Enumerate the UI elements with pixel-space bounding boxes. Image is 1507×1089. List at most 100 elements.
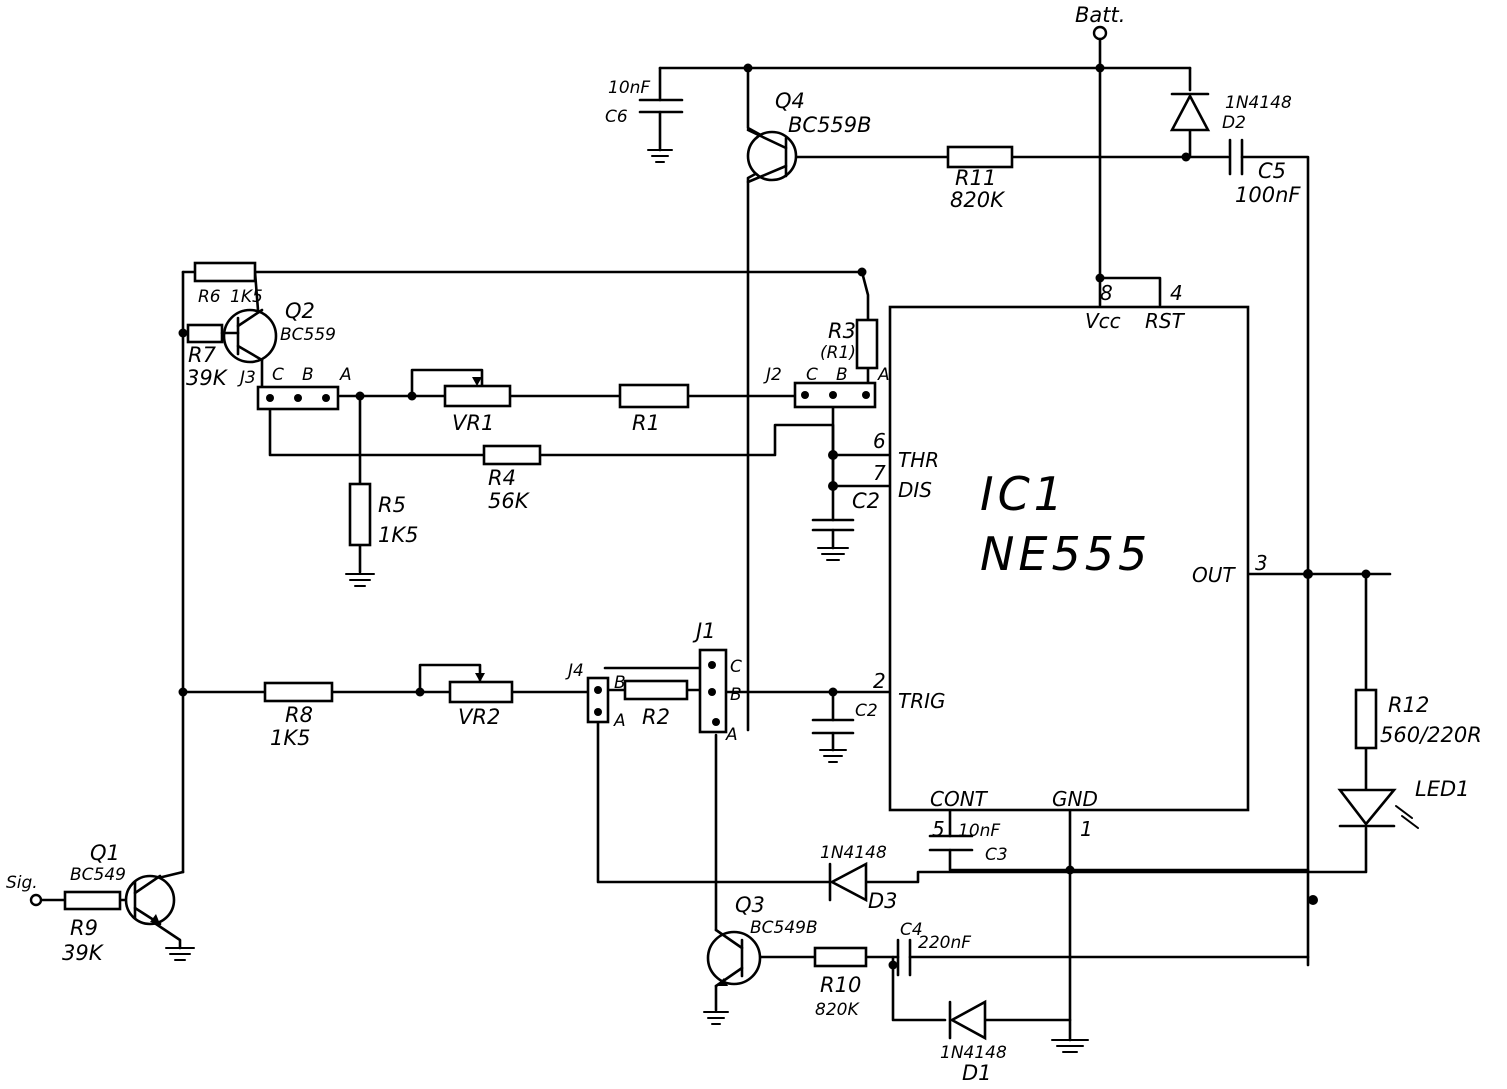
- q1-ref: Q1: [90, 841, 120, 865]
- pin-trig-num: 2: [873, 669, 886, 693]
- signal-input-terminal: Sig.: [6, 873, 43, 907]
- resistor-r10: R10 820K: [813, 946, 868, 1020]
- j2-pin-b: B: [836, 365, 848, 385]
- transistor-q2: Q2 BC559: [220, 299, 336, 364]
- d1-ref: D1: [962, 1061, 992, 1085]
- ic-ref: IC1: [980, 467, 1067, 521]
- resistor-r1: R1: [618, 383, 690, 435]
- r10-value: 820K: [815, 1000, 860, 1020]
- c2-trig-ref: C2: [855, 701, 878, 721]
- j3-pin-c: C: [272, 365, 284, 385]
- r9-value: 39K: [62, 941, 105, 965]
- r2-ref: R2: [642, 705, 670, 729]
- diode-d2: 1N4148 D2: [1169, 92, 1292, 133]
- j2-ref: J2: [763, 365, 782, 385]
- vr2-ref: VR2: [458, 705, 500, 729]
- pin-gnd-name: GND: [1052, 787, 1098, 811]
- pin-out-num: 3: [1255, 551, 1268, 575]
- j3-pin-b: B: [302, 365, 314, 385]
- d3-part: 1N4148: [820, 843, 887, 863]
- resistor-r12: R12 560/220R: [1354, 688, 1482, 750]
- c2-thr-ref: C2: [852, 489, 880, 513]
- wires: [38, 38, 1392, 1042]
- d2-part: 1N4148: [1225, 93, 1292, 113]
- q4-part: BC559B: [788, 113, 872, 137]
- r6-ref: R6: [198, 287, 221, 307]
- q2-ref: Q2: [285, 299, 315, 323]
- r10-ref: R10: [820, 973, 861, 997]
- resistor-r3: R3 (R1): [820, 318, 879, 370]
- j3-ref: J3: [237, 368, 256, 388]
- resistor-r11: R11 820K: [946, 145, 1014, 212]
- j2-pin-c: C: [806, 365, 818, 385]
- potentiometer-vr2: VR2: [448, 673, 514, 729]
- d3-ref: D3: [868, 889, 898, 913]
- r1-ref: R1: [632, 411, 660, 435]
- c3-ref: C3: [985, 845, 1008, 865]
- r8-ref: R8: [285, 703, 313, 727]
- jumper-j2: J2 C B A: [763, 365, 890, 409]
- q4-ref: Q4: [775, 89, 805, 113]
- sig-label: Sig.: [6, 873, 38, 893]
- resistor-r2: R2: [623, 679, 689, 729]
- r7-value: 39K: [186, 366, 229, 390]
- capacitor-c3: 10nF C3: [928, 821, 1008, 865]
- pin-cont-name: CONT: [930, 787, 989, 811]
- q3-ref: Q3: [735, 893, 765, 917]
- led1-ref: LED1: [1415, 777, 1470, 801]
- capacitor-c6: 10nF C6: [605, 78, 684, 163]
- r6-value: 1K5: [230, 287, 263, 307]
- c5-value: 100nF: [1235, 183, 1301, 207]
- capacitor-c2-thr: C2: [811, 489, 880, 561]
- r4-value: 56K: [488, 489, 531, 513]
- j2-pin-a: A: [877, 365, 890, 385]
- resistor-r7: R7 39K: [186, 323, 229, 390]
- led-led1: LED1: [1337, 777, 1470, 829]
- battery-terminal: Batt.: [1075, 3, 1125, 41]
- diode-d3: 1N4148 D3: [820, 843, 898, 913]
- j1-pin-c: C: [730, 657, 742, 677]
- transistor-q4: Q4 BC559B: [746, 89, 872, 184]
- diode-d1: 1N4148 D1: [940, 999, 1089, 1085]
- j4-pin-b: B: [614, 673, 626, 693]
- r8-value: 1K5: [270, 726, 311, 750]
- batt-label: Batt.: [1075, 3, 1125, 27]
- d2-ref: D2: [1222, 113, 1246, 133]
- pin-trig-name: TRIG: [898, 689, 946, 713]
- c6-ref: C6: [605, 107, 628, 127]
- c5-ref: C5: [1258, 159, 1286, 183]
- jumper-j1: J1 C B A: [692, 619, 742, 745]
- r3-value: (R1): [820, 343, 856, 363]
- j1-ref: J1: [692, 619, 716, 643]
- capacitor-c5: C5 100nF: [1228, 138, 1301, 207]
- pin-gnd-num: 1: [1080, 817, 1093, 841]
- pin-cont-num: 5: [932, 817, 945, 841]
- pin-rst-num: 4: [1170, 281, 1183, 305]
- r3-ref: R3: [828, 319, 856, 343]
- r4-ref: R4: [488, 466, 516, 490]
- potentiometer-vr1: VR1: [443, 377, 512, 435]
- resistor-r5: R5 1K5: [345, 482, 419, 587]
- r9-ref: R9: [70, 916, 98, 940]
- resistor-r8: R8 1K5: [263, 681, 334, 750]
- junction-dots: [178, 63, 1371, 970]
- q3-part: BC549B: [750, 918, 818, 938]
- d1-part: 1N4148: [940, 1043, 1007, 1063]
- r11-ref: R11: [955, 166, 996, 190]
- j1-pin-a: A: [725, 725, 738, 745]
- c3-value: 10nF: [958, 821, 1000, 841]
- pin-out-name: OUT: [1192, 563, 1236, 587]
- j1-pin-b: B: [730, 685, 742, 705]
- pin-rst-name: RST: [1145, 309, 1186, 333]
- j4-ref: J4: [565, 661, 584, 681]
- resistor-r4: R4 56K: [482, 444, 542, 513]
- pin-dis-num: 7: [873, 461, 886, 485]
- r7-ref: R7: [188, 343, 217, 367]
- j3-pin-a: A: [339, 365, 352, 385]
- r11-value: 820K: [950, 188, 1006, 212]
- jumper-j4: J4 B A: [565, 661, 626, 731]
- pin-vcc-num: 8: [1100, 281, 1113, 305]
- c6-value: 10nF: [608, 78, 650, 98]
- pin-vcc-name: Vcc: [1085, 309, 1121, 333]
